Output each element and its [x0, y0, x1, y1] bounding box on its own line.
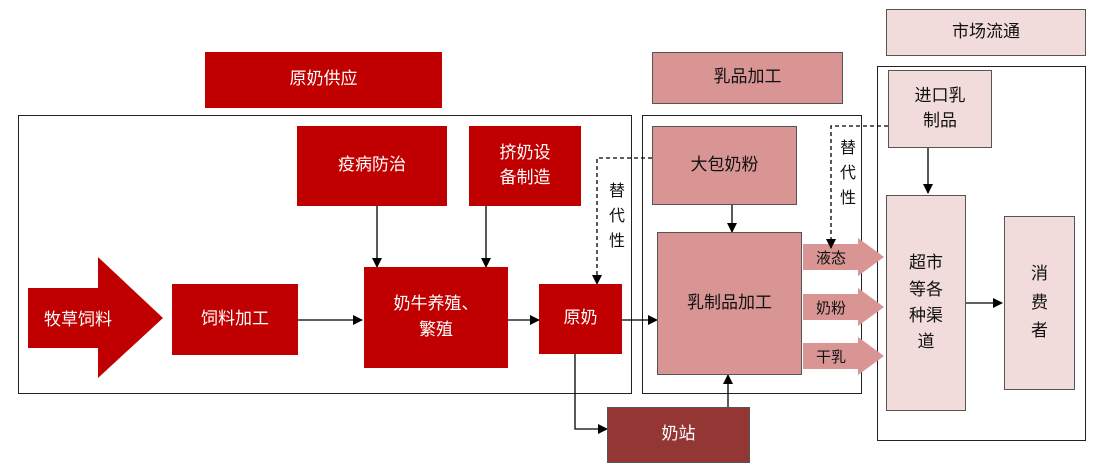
- supermarket-channels-node: 超市 等各 种渠 道: [886, 195, 966, 411]
- consumers-node: 消 费 者: [1004, 216, 1075, 390]
- product-milk-powder-label: 奶粉: [815, 298, 846, 317]
- substitute-label-right: 替 代 性: [839, 138, 856, 207]
- disease-control-node: 疫病防治: [297, 126, 447, 206]
- milk-station-node: 奶站: [607, 407, 750, 463]
- imported-dairy-node: 进口乳 制品: [888, 70, 992, 148]
- dry-milk-arrow-shape: [803, 337, 884, 375]
- substitute-label-left: 替 代 性: [608, 181, 625, 250]
- header-dairy-processing: 乳品加工: [652, 52, 843, 104]
- bulk-milk-powder-node: 大包奶粉: [652, 126, 797, 205]
- header-market-circulation: 市场流通: [886, 9, 1086, 56]
- powder-arrow-shape: [803, 288, 884, 326]
- pasture-feed-label: 牧草饲料: [44, 309, 112, 330]
- product-liquid-label: 液态: [815, 248, 846, 267]
- dairy-product-processing-node: 乳制品加工: [657, 232, 802, 375]
- pasture-feed-arrow-shape: [28, 257, 163, 378]
- feed-processing-node: 饲料加工: [172, 284, 298, 355]
- milking-equipment-node: 挤奶设 备制造: [469, 126, 581, 206]
- header-raw-milk-supply: 原奶供应: [205, 52, 442, 108]
- liquid-arrow-shape: [803, 238, 884, 276]
- product-dry-milk-label: 干乳: [815, 347, 846, 366]
- raw-milk-node: 原奶: [539, 284, 622, 354]
- raw-milk-section-frame: [18, 115, 632, 394]
- cattle-breeding-node: 奶牛养殖、 繁殖: [364, 267, 508, 368]
